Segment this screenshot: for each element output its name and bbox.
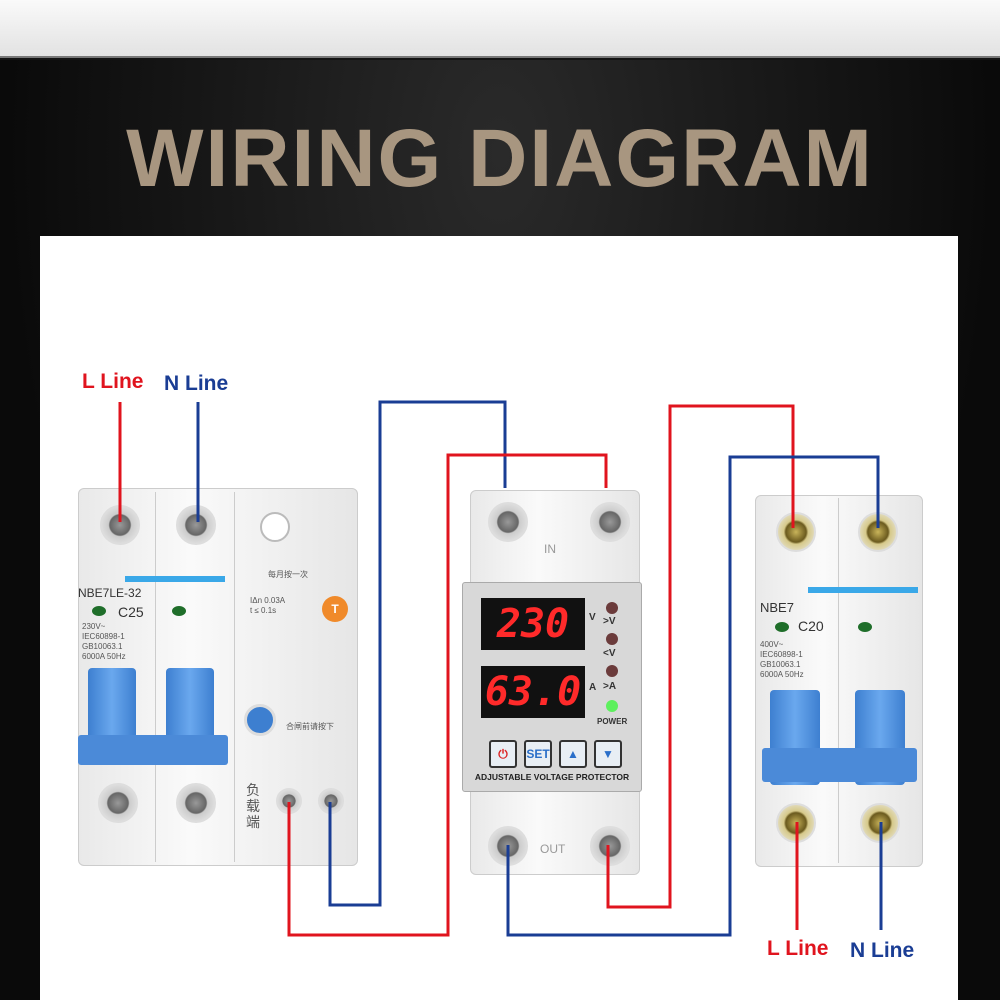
led-icon: [92, 606, 106, 616]
left-std2: GB10063.1: [82, 642, 123, 651]
wire-breaker-l-to-protector: [287, 453, 608, 937]
blue-strip: [125, 576, 225, 582]
bottom-l-line-label: L Line: [767, 937, 829, 960]
right-std2: GB10063.1: [760, 660, 801, 669]
up-button[interactable]: ▲: [559, 740, 587, 768]
overcurrent-led: [606, 665, 618, 677]
overvoltage-indicator: >V: [603, 616, 616, 627]
bottom-n-line-label: N Line: [850, 939, 915, 962]
overvoltage-led: [606, 602, 618, 614]
led-icon: [858, 622, 872, 632]
right-voltage: 400V~: [760, 640, 784, 649]
wire-breaker-n-to-protector: [328, 400, 507, 907]
overcurrent-indicator: >A: [603, 681, 617, 692]
top-l-line-label: L Line: [82, 370, 144, 393]
undervoltage-led: [606, 633, 618, 645]
protector-in-label: IN: [544, 542, 556, 556]
wire-protector-n-to-breaker: [506, 455, 880, 937]
left-model: NBE7LE-32: [78, 586, 142, 600]
power-button[interactable]: ⏻: [489, 740, 517, 768]
power-led-label: POWER: [597, 717, 628, 726]
protector-in-l: [590, 502, 630, 542]
pole-divider: [838, 498, 839, 863]
handle-bar: [78, 735, 228, 765]
pole-divider: [155, 492, 156, 862]
power-led: [606, 700, 618, 712]
left-std1: IEC60898-1: [82, 632, 125, 641]
set-button[interactable]: SET: [524, 740, 552, 768]
led-icon: [172, 606, 186, 616]
left-leak-current: IΔn 0.03A: [250, 596, 286, 605]
wire-protector-l-to-breaker: [606, 404, 795, 909]
left-rating: C25: [118, 604, 144, 620]
pole-divider: [234, 492, 235, 862]
current-display: 63.0: [481, 666, 585, 718]
right-spec: 6000A 50Hz: [760, 670, 804, 679]
unit-a: A: [589, 682, 597, 693]
left-spec: 6000A 50Hz: [82, 652, 126, 661]
left-monthly-test: 每月按一次: [268, 570, 308, 579]
top-band: [0, 0, 1000, 58]
left-load-label: 负载端: [246, 782, 260, 830]
right-breaker: [755, 495, 923, 867]
test-button[interactable]: T: [322, 596, 348, 622]
reset-knob[interactable]: [244, 704, 276, 736]
left-terminal-n-in: [176, 505, 216, 545]
led-icon: [775, 622, 789, 632]
handle-bar: [762, 748, 917, 782]
right-std1: IEC60898-1: [760, 650, 803, 659]
left-terminal-out-2: [176, 783, 216, 823]
top-n-line-label: N Line: [164, 372, 229, 395]
down-button[interactable]: ▼: [594, 740, 622, 768]
protector-out-label: OUT: [540, 842, 566, 856]
protector-name: ADJUSTABLE VOLTAGE PROTECTOR: [474, 772, 630, 782]
right-rating: C20: [798, 618, 824, 634]
voltage-display: 230: [481, 598, 585, 650]
blue-strip: [808, 587, 918, 593]
unit-v: V: [589, 612, 596, 623]
window-circle: [260, 512, 290, 542]
right-model: NBE7: [760, 600, 794, 615]
left-reset-note: 合闸前请按下: [286, 722, 334, 731]
left-trip-time: t ≤ 0.1s: [250, 606, 277, 615]
left-voltage: 230V~: [82, 622, 106, 631]
protector-out-l: [590, 826, 630, 866]
page-title: WIRING DIAGRAM: [126, 113, 874, 204]
protector-in-n: [488, 502, 528, 542]
right-terminal-l-in: [776, 512, 816, 552]
left-terminal-out-1: [98, 783, 138, 823]
undervoltage-indicator: <V: [603, 648, 616, 659]
